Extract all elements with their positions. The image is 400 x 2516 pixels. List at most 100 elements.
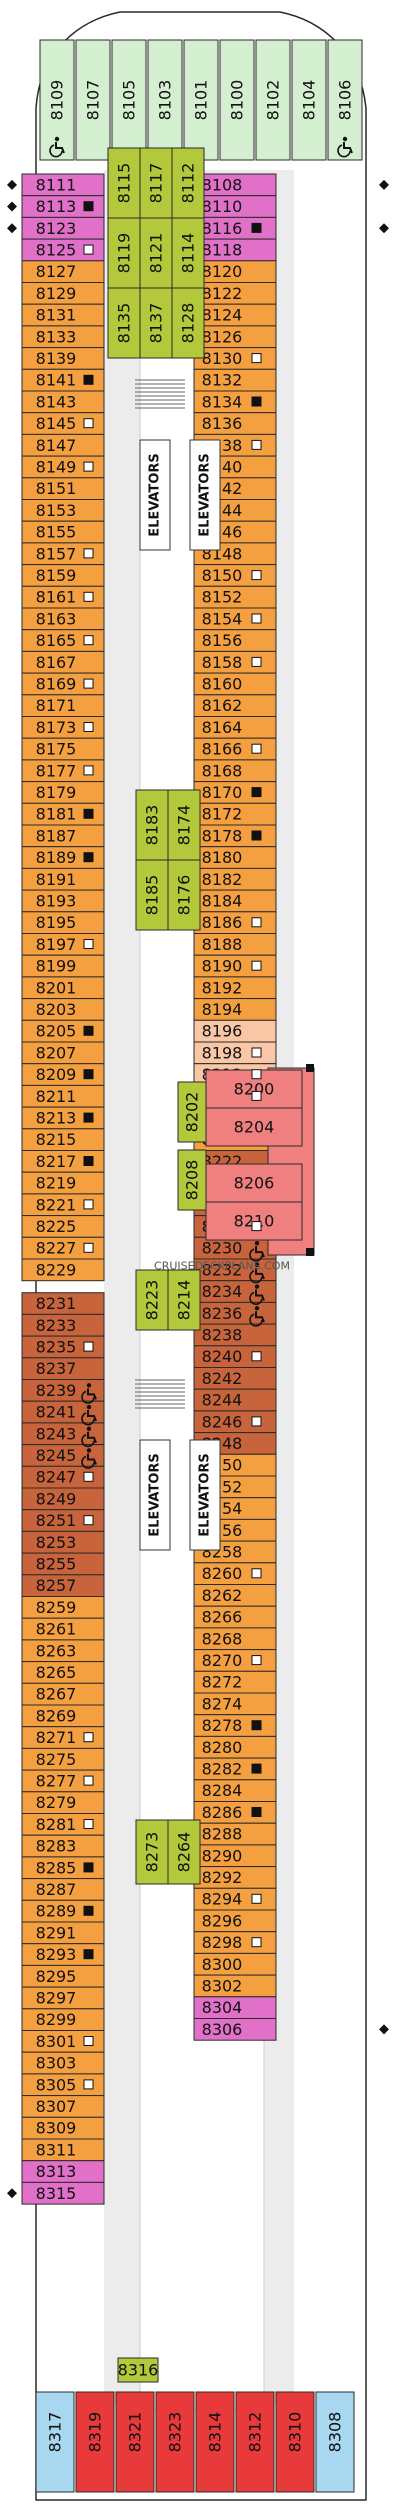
cabin-8292[interactable] bbox=[193, 1866, 277, 1889]
cabin-8260[interactable] bbox=[193, 1562, 277, 1586]
cabin-8129[interactable] bbox=[21, 282, 105, 305]
cabin-8259[interactable] bbox=[21, 1596, 105, 1619]
cabin-8201[interactable] bbox=[21, 976, 105, 1000]
cabin-8297[interactable] bbox=[21, 1986, 105, 2010]
cabin-8287[interactable] bbox=[21, 1878, 105, 1901]
cabin-8198[interactable] bbox=[193, 1041, 277, 1065]
cabin-8202[interactable] bbox=[177, 1081, 207, 1143]
cabin-8126[interactable] bbox=[193, 325, 277, 349]
cabin-8279[interactable] bbox=[21, 1791, 105, 1815]
cabin-8267[interactable] bbox=[21, 1682, 105, 1706]
cabin-8261[interactable] bbox=[21, 1617, 105, 1641]
cabin-8188[interactable] bbox=[193, 933, 277, 956]
cabin-8272[interactable] bbox=[193, 1670, 277, 1694]
cabin-8219[interactable] bbox=[21, 1171, 105, 1195]
cabin-8204[interactable] bbox=[205, 1107, 303, 1147]
cabin-8137[interactable] bbox=[139, 287, 173, 359]
cabin-8273[interactable] bbox=[135, 1819, 169, 1885]
cabin-8139[interactable] bbox=[21, 347, 105, 370]
cabin-8156[interactable] bbox=[193, 629, 277, 652]
cabin-8175[interactable] bbox=[21, 737, 105, 761]
cabin-8246[interactable] bbox=[193, 1410, 277, 1434]
cabin-8306[interactable] bbox=[193, 2018, 277, 2041]
cabin-8121[interactable] bbox=[139, 217, 173, 289]
cabin-8192[interactable] bbox=[193, 976, 277, 1000]
cabin-8160[interactable] bbox=[193, 672, 277, 696]
cabin-8265[interactable] bbox=[21, 1661, 105, 1684]
cabin-8167[interactable] bbox=[21, 650, 105, 674]
cabin-8253[interactable] bbox=[21, 1530, 105, 1554]
cabin-8288[interactable] bbox=[193, 1822, 277, 1846]
cabin-8233[interactable] bbox=[21, 1313, 105, 1337]
cabin-8119[interactable] bbox=[107, 217, 141, 289]
cabin-8229[interactable] bbox=[21, 1258, 105, 1282]
cabin-8118[interactable] bbox=[193, 238, 277, 262]
cabin-8302[interactable] bbox=[193, 1974, 277, 1998]
cabin-8210[interactable] bbox=[205, 1201, 303, 1241]
cabin-8154[interactable] bbox=[193, 607, 277, 631]
cabin-8238[interactable] bbox=[193, 1323, 277, 1347]
cabin-8275[interactable] bbox=[21, 1747, 105, 1771]
cabin-8241[interactable] bbox=[21, 1400, 105, 1424]
cabin-8268[interactable] bbox=[193, 1627, 277, 1651]
cabin-8191[interactable] bbox=[21, 867, 105, 891]
cabin-8286[interactable] bbox=[193, 1801, 277, 1824]
cabin-8174[interactable] bbox=[167, 789, 201, 861]
cabin-8166[interactable] bbox=[193, 737, 277, 761]
cabin-8249[interactable] bbox=[21, 1487, 105, 1511]
cabin-8231[interactable] bbox=[21, 1292, 105, 1315]
cabin-8207[interactable] bbox=[21, 1041, 105, 1065]
cabin-8314[interactable] bbox=[195, 2391, 235, 2493]
cabin-8283[interactable] bbox=[21, 1834, 105, 1858]
cabin-8115[interactable] bbox=[107, 147, 141, 219]
cabin-8278[interactable] bbox=[193, 1714, 277, 1737]
cabin-8127[interactable] bbox=[21, 260, 105, 283]
cabin-8304[interactable] bbox=[193, 1996, 277, 2020]
cabin-8214[interactable] bbox=[167, 1269, 201, 1331]
cabin-8266[interactable] bbox=[193, 1605, 277, 1629]
cabin-8116[interactable] bbox=[193, 216, 277, 240]
cabin-8274[interactable] bbox=[193, 1692, 277, 1716]
cabin-8237[interactable] bbox=[21, 1357, 105, 1381]
cabin-8223[interactable] bbox=[135, 1269, 169, 1331]
cabin-8170[interactable] bbox=[193, 781, 277, 804]
cabin-8245[interactable] bbox=[21, 1444, 105, 1467]
cabin-8110[interactable] bbox=[193, 195, 277, 218]
cabin-8135[interactable] bbox=[107, 287, 141, 359]
cabin-8143[interactable] bbox=[21, 390, 105, 414]
cabin-8186[interactable] bbox=[193, 911, 277, 934]
cabin-8215[interactable] bbox=[21, 1128, 105, 1152]
cabin-8134[interactable] bbox=[193, 390, 277, 414]
cabin-8122[interactable] bbox=[193, 282, 277, 305]
cabin-8131[interactable] bbox=[21, 303, 105, 327]
cabin-8185[interactable] bbox=[135, 859, 169, 931]
cabin-8128[interactable] bbox=[171, 287, 205, 359]
cabin-8307[interactable] bbox=[21, 2095, 105, 2118]
cabin-8105[interactable] bbox=[111, 39, 147, 161]
cabin-8240[interactable] bbox=[193, 1345, 277, 1369]
cabin-8295[interactable] bbox=[21, 1964, 105, 1988]
cabin-8244[interactable] bbox=[193, 1388, 277, 1412]
cabin-8309[interactable] bbox=[21, 2116, 105, 2140]
cabin-8255[interactable] bbox=[21, 1552, 105, 1576]
cabin-8151[interactable] bbox=[21, 477, 105, 500]
cabin-8114[interactable] bbox=[171, 217, 205, 289]
cabin-8130[interactable] bbox=[193, 347, 277, 370]
cabin-8291[interactable] bbox=[21, 1921, 105, 1945]
cabin-8311[interactable] bbox=[21, 2138, 105, 2162]
cabin-8150[interactable] bbox=[193, 564, 277, 587]
cabin-8313[interactable] bbox=[21, 2160, 105, 2183]
cabin-8193[interactable] bbox=[21, 889, 105, 913]
cabin-8180[interactable] bbox=[193, 846, 277, 869]
cabin-8182[interactable] bbox=[193, 867, 277, 891]
cabin-8319[interactable] bbox=[75, 2391, 115, 2493]
cabin-8158[interactable] bbox=[193, 650, 277, 674]
cabin-8262[interactable] bbox=[193, 1584, 277, 1607]
cabin-8112[interactable] bbox=[171, 147, 205, 219]
cabin-8155[interactable] bbox=[21, 520, 105, 544]
cabin-8123[interactable] bbox=[21, 216, 105, 240]
cabin-8147[interactable] bbox=[21, 433, 105, 457]
cabin-8298[interactable] bbox=[193, 1931, 277, 1954]
cabin-8184[interactable] bbox=[193, 889, 277, 913]
cabin-8103[interactable] bbox=[147, 39, 183, 161]
